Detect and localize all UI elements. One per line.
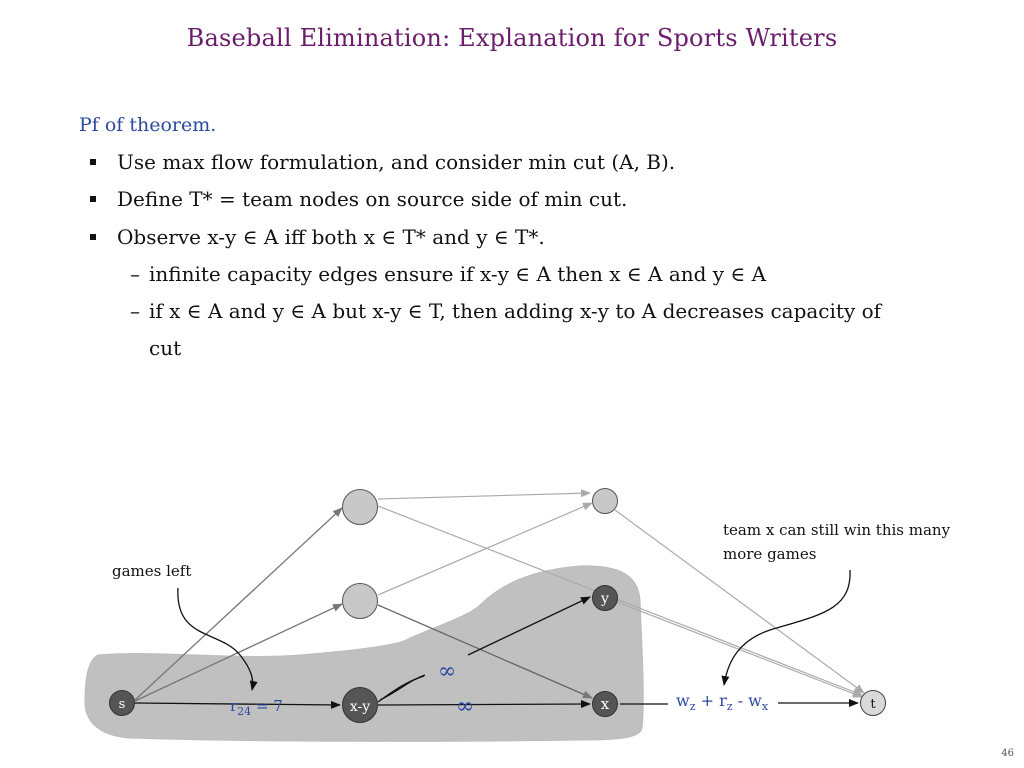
- source-node-label: s: [119, 697, 126, 712]
- bullet-square-icon: [90, 196, 96, 202]
- min-cut-region: [84, 565, 644, 742]
- team-node-x: [592, 691, 618, 717]
- sub-bullet-text: infinite capacity edges ensure if x-y ∈ …: [149, 262, 767, 286]
- games-left-arrow: [177, 587, 258, 691]
- team-x-arrow: [721, 569, 851, 686]
- dash-icon: –: [130, 262, 140, 286]
- edge-middle-to-x: [377, 604, 593, 699]
- sub-bullet-item: –infinite capacity edges ensure if x-y ∈…: [130, 262, 930, 286]
- game-node-xy: [342, 687, 378, 723]
- edge-top-to-topright: [377, 489, 591, 500]
- slide-title: Baseball Elimination: Explanation for Sp…: [186, 24, 838, 52]
- bullet-text: Define T* = team nodes on source side of…: [117, 187, 628, 211]
- proof-heading: Pf of theorem.: [79, 114, 217, 136]
- capacity-label-r24: r24 = 7: [230, 697, 283, 718]
- team-node-y: [592, 585, 618, 611]
- edge-xy-to-x: [377, 700, 591, 709]
- bullet-square-icon: [90, 234, 96, 240]
- t-node-label: t: [870, 697, 876, 712]
- infinity-label-upper: ∞: [438, 659, 456, 684]
- infinity-label-lower: ∞: [456, 694, 474, 719]
- game-node-middle: [342, 583, 378, 619]
- source-node: [109, 690, 135, 716]
- edge-topright-to-t: [614, 509, 865, 694]
- bullet-text: Use max flow formulation, and consider m…: [117, 150, 676, 174]
- team-x-annotation-line2: more games: [723, 545, 816, 563]
- edge-xy-to-y-start: [377, 675, 425, 703]
- game-node-top: [342, 489, 378, 525]
- x-node-label: x: [601, 695, 610, 713]
- page-number: 46: [1001, 748, 1014, 759]
- bullet-square-icon: [90, 159, 96, 165]
- sub-bullet-item: –if x ∈ A and y ∈ A but x-y ∈ T, then ad…: [130, 299, 930, 323]
- edge-top-to-t: [377, 505, 863, 696]
- team-node-top: [592, 488, 618, 514]
- sub-bullet-text: if x ∈ A and y ∈ A but x-y ∈ T, then add…: [149, 299, 882, 323]
- edge-s-to-xy: [134, 700, 341, 709]
- edge-s-to-top: [134, 507, 343, 701]
- bullet-item: Define T* = team nodes on source side of…: [90, 187, 627, 211]
- bullet-item: Use max flow formulation, and consider m…: [90, 150, 675, 174]
- xy-node-label: x-y: [350, 699, 370, 715]
- edge-middle-to-topright: [377, 502, 593, 596]
- sub-bullet-continuation: cut: [149, 336, 182, 360]
- bullet-text: Observe x-y ∈ A iff both x ∈ T* and y ∈ …: [117, 225, 545, 249]
- games-left-annotation: games left: [112, 562, 191, 580]
- sink-node: [860, 690, 886, 716]
- dash-icon: –: [130, 299, 140, 323]
- capacity-label-wz-rz-wx: wz + rz - wx: [676, 691, 769, 713]
- y-node-label: y: [600, 591, 609, 607]
- bullet-item: Observe x-y ∈ A iff both x ∈ T* and y ∈ …: [90, 225, 545, 249]
- team-x-annotation-line1: team x can still win this many: [723, 521, 951, 539]
